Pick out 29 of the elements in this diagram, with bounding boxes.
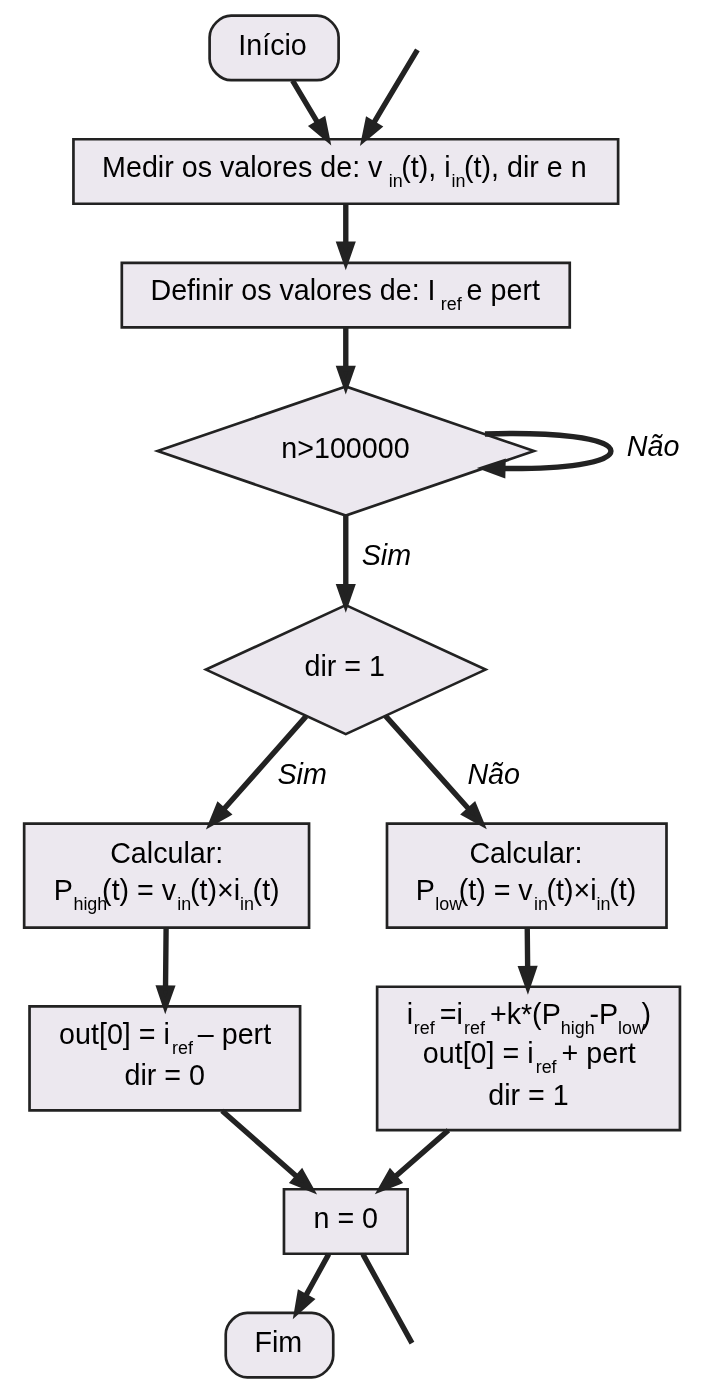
arrow xyxy=(335,515,356,613)
arrow xyxy=(154,927,176,1015)
node-box: Início xyxy=(207,14,340,82)
arrow xyxy=(205,714,308,830)
arrow xyxy=(335,327,356,395)
arrow xyxy=(374,1128,450,1195)
arrow xyxy=(335,204,356,271)
arrow xyxy=(219,1108,317,1195)
arrow xyxy=(289,79,331,146)
node-box: Calcular: P$_{high}$(t) = v$_{in}$(t)×i$_{in}$(t) xyxy=(22,822,310,929)
arrow xyxy=(292,1252,331,1320)
connector xyxy=(360,1252,414,1345)
arrow xyxy=(476,430,614,479)
node-diamond: dir = 1 xyxy=(202,603,489,736)
node-box: out[0] = i$_{ref}$ – pert dir = 0 xyxy=(27,1005,301,1112)
node-box: Definir os valores de: I$_{ref}$ e pert xyxy=(119,261,571,329)
node-box: n = 0 xyxy=(282,1187,409,1256)
edge-label: Sim xyxy=(276,757,327,790)
edge-label: Não xyxy=(466,757,520,790)
node-box: Calcular: P$_{low}$(t) = v$_{in}$(t)×i$_{in}$(t) xyxy=(385,822,668,929)
arrow xyxy=(359,48,420,147)
node-diamond: n>100000 xyxy=(153,385,538,517)
arrow xyxy=(383,714,487,830)
node-box: i$_{ref}$ =i$_{ref}$ +k*(P$_{high}$-P$_{low}$) out[0] = i$_{ref}$ + pert dir = 1 xyxy=(375,985,681,1132)
edge-label: Não xyxy=(626,430,679,463)
node-box: Medir os valores de: v$_{in}$(t), i$_{in}$(t), dir e n xyxy=(71,137,619,206)
node-box: Fim xyxy=(223,1311,335,1379)
arrow xyxy=(517,927,538,995)
edge-label: Sim xyxy=(361,539,411,572)
